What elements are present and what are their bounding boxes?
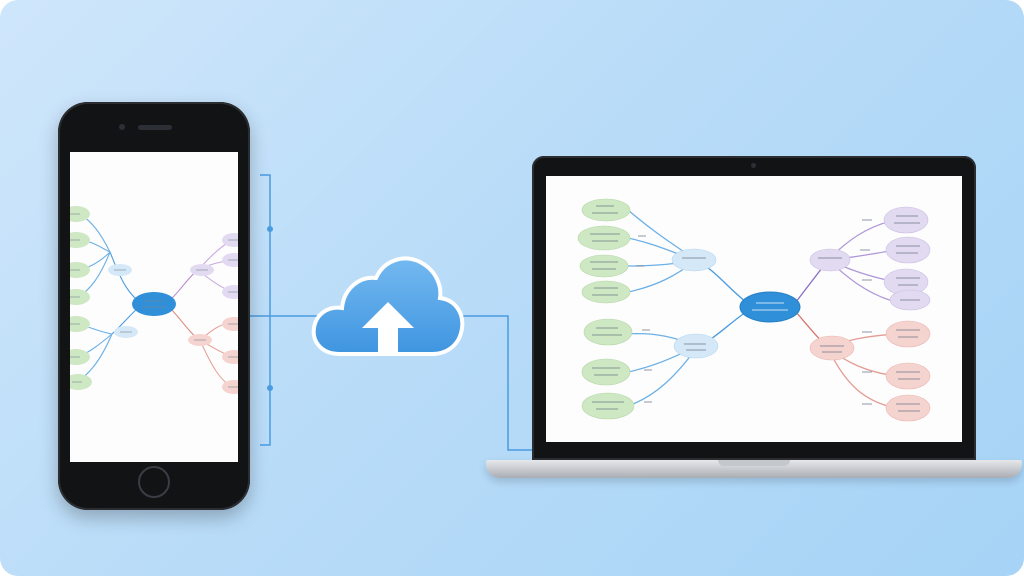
- laptop-camera: [751, 163, 756, 168]
- phone-home-button: [138, 466, 170, 498]
- laptop-mind-map: [577, 198, 931, 422]
- bracket-dot-top: [267, 226, 273, 232]
- bracket-dot-bottom: [267, 385, 273, 391]
- phone-bracket-line: [260, 174, 271, 446]
- phone-screen: [70, 152, 238, 462]
- phone-camera: [119, 124, 125, 130]
- cloud-upload-icon: [311, 256, 465, 356]
- laptop-icon: [532, 156, 976, 460]
- laptop-screen: [546, 176, 962, 442]
- smartphone-icon: [58, 102, 250, 510]
- laptop-opening-notch: [718, 460, 790, 466]
- phone-mind-map: [70, 206, 238, 394]
- phone-speaker: [138, 125, 172, 130]
- laptop-base: [486, 460, 1022, 478]
- cloud-to-laptop-line: [462, 315, 545, 451]
